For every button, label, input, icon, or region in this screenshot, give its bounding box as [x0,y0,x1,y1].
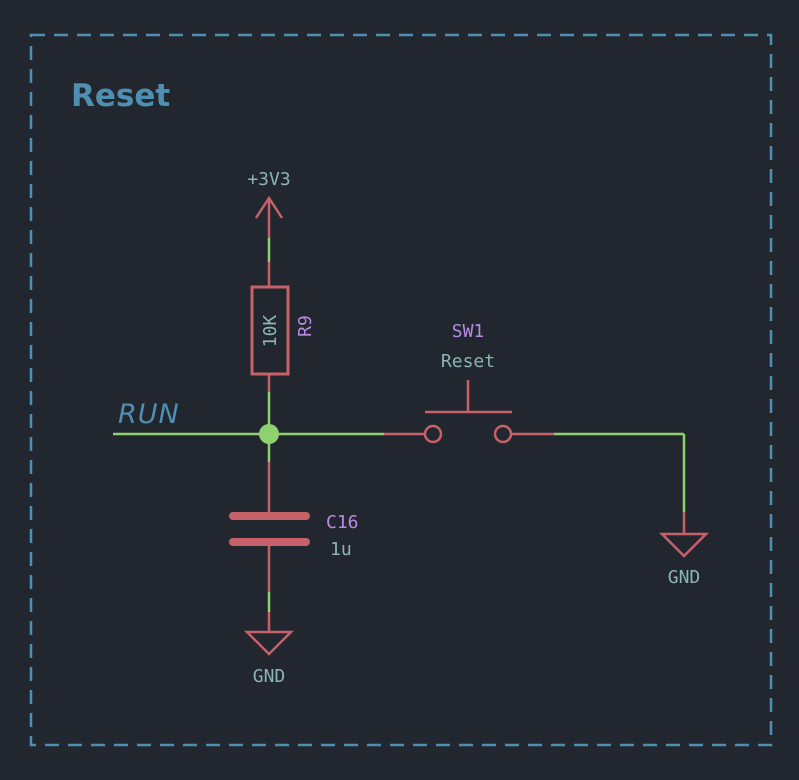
switch-value-label: Reset [441,351,495,372]
resistor-value-label: 10K [260,315,281,348]
ground-right-label: GND [668,567,701,588]
ground-right-symbol [658,512,710,558]
components [229,195,710,656]
resistor-r9-symbol [250,262,290,392]
ground-left-label: GND [253,666,286,687]
capacitor-c16-symbol [229,462,310,592]
switch-sw1-symbol [384,380,554,444]
power-arrow-symbol [254,195,284,238]
switch-ref-label: SW1 [452,321,485,342]
power-label-3v3: +3V3 [247,169,290,190]
sheet-border [29,33,773,747]
ground-left-symbol [243,612,295,656]
net-label-run: RUN [118,399,180,430]
junction-dot [259,424,279,444]
resistor-ref-label: R9 [295,315,316,337]
sheet-title: Reset [71,78,170,114]
wires [113,238,686,612]
capacitor-value-label: 1u [330,539,352,560]
capacitor-ref-label: C16 [326,512,359,533]
